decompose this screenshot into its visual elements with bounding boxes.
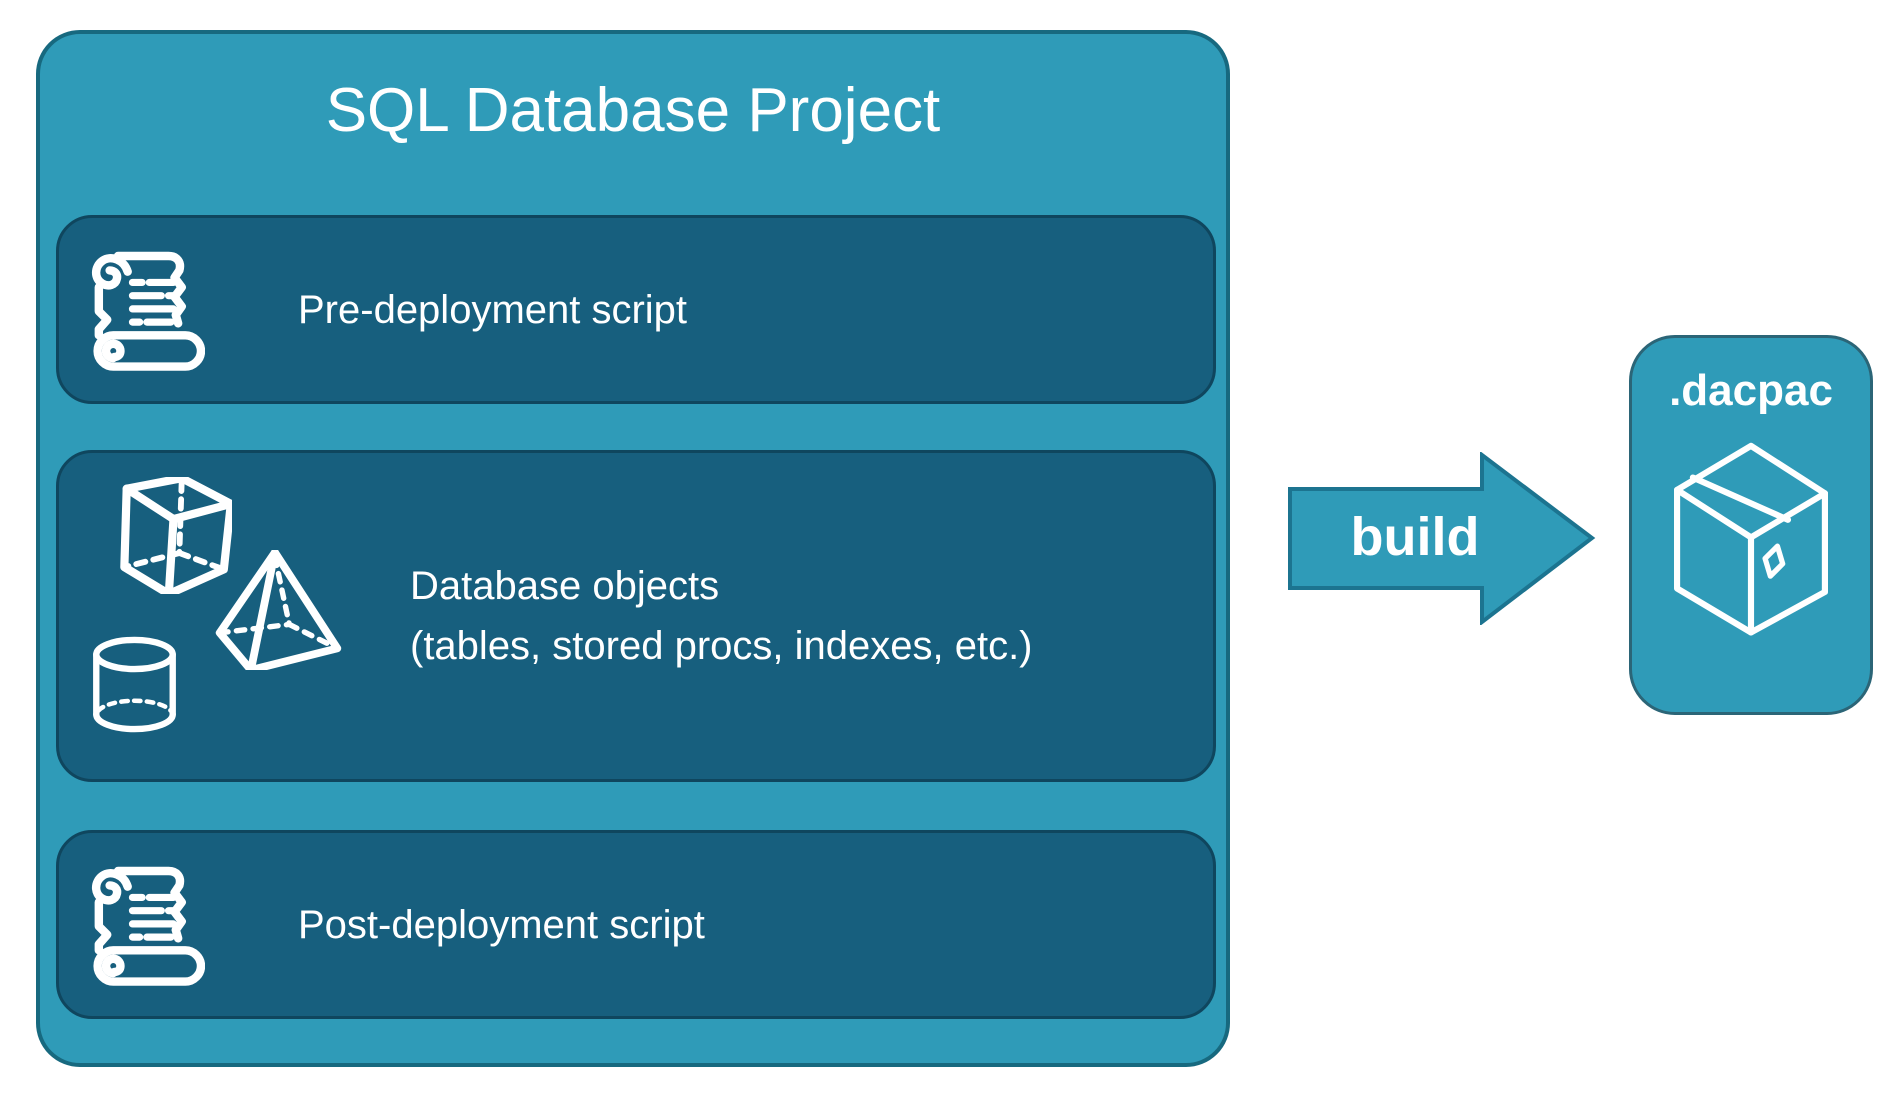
build-arrow-label: build — [1350, 507, 1480, 567]
dacpac-label: .dacpac — [1669, 366, 1833, 415]
scroll-icon — [84, 865, 205, 990]
item-label-line2: (tables, stored procs, indexes, etc.) — [410, 624, 1033, 668]
item-database-objects: Database objects (tables, stored procs, … — [56, 450, 1216, 782]
cylinder-icon — [89, 634, 180, 735]
sql-database-project-container: SQL Database Project — [36, 30, 1230, 1067]
project-title: SQL Database Project — [325, 76, 941, 145]
scroll-icon — [84, 250, 205, 375]
item-label-line1: Database objects — [410, 564, 720, 608]
package-icon — [1663, 434, 1839, 639]
item-label: Database objects (tables, stored procs, … — [410, 556, 1033, 676]
item-pre-deployment-script: Pre-deployment script — [56, 215, 1216, 404]
dacpac-output-box: .dacpac — [1629, 335, 1873, 715]
build-arrow — [1288, 450, 1596, 627]
pyramid-icon — [212, 550, 345, 670]
item-label: Pre-deployment script — [298, 287, 688, 332]
cube-icon — [115, 477, 232, 594]
item-post-deployment-script: Post-deployment script — [56, 830, 1216, 1019]
item-label: Post-deployment script — [298, 902, 705, 947]
